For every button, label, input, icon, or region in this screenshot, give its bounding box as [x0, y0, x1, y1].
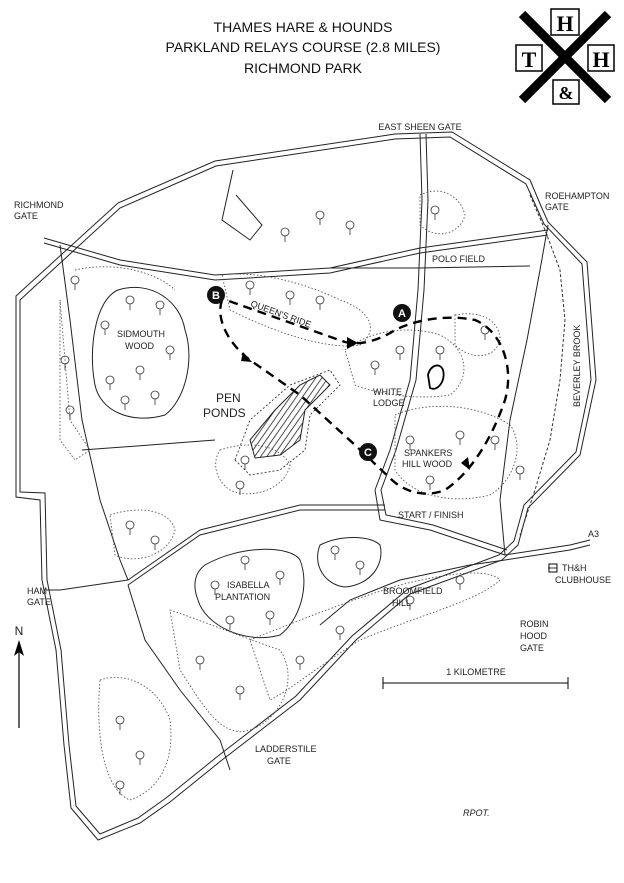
label-robin-hood-3: GATE	[520, 643, 544, 653]
north-label: N	[15, 624, 24, 638]
label-beverley-brook: BEVERLEY BROOK	[572, 325, 582, 407]
label-isabella-2: PLANTATION	[215, 592, 270, 602]
label-spankers-1: SPANKERS	[404, 448, 452, 458]
label-richmond-gate-2: GATE	[14, 211, 38, 221]
label-roehampton-gate-2: GATE	[545, 202, 569, 212]
logo-letter-bottom: &	[559, 83, 574, 103]
logo-letter-right: H	[592, 47, 609, 72]
title-line-2: PARKLAND RELAYS COURSE (2.8 MILES)	[166, 39, 441, 55]
label-ladderstile-1: LADDERSTILE	[255, 744, 317, 754]
label-robin-hood-2: HOOD	[520, 631, 548, 641]
park-boundary-inner	[19, 136, 592, 835]
logo-letter-left: T	[522, 47, 537, 72]
woods	[59, 190, 518, 801]
logo-letter-top: H	[556, 11, 573, 36]
marker-c-label: C	[364, 447, 372, 459]
label-spankers-2: HILL WOOD	[402, 459, 453, 469]
white-lodge-building	[427, 364, 445, 390]
label-start-finish: START / FINISH	[398, 510, 464, 520]
label-white-lodge-1: WHITE	[373, 387, 402, 397]
road-network	[43, 133, 591, 771]
marker-b: B	[207, 286, 225, 304]
label-a3-road: A3	[588, 529, 599, 539]
label-queens-ride: QUEEN'S RIDE	[249, 298, 312, 329]
label-richmond-gate-1: RICHMOND	[14, 200, 64, 210]
label-broomfield-1: BROOMFIELD	[383, 586, 443, 596]
label-ham-gate-2: GATE	[27, 597, 51, 607]
label-isabella-1: ISABELLA	[227, 580, 270, 590]
title-line-3: RICHMOND PARK	[244, 60, 363, 76]
label-ladderstile-2: GATE	[267, 756, 291, 766]
marker-a: A	[393, 304, 411, 322]
pen-ponds-shore	[234, 369, 341, 476]
label-clubhouse-2: CLUBHOUSE	[555, 575, 611, 585]
label-sidmouth-wood-1: SIDMOUTH	[117, 329, 165, 339]
label-clubhouse-1: TH&H	[562, 563, 587, 573]
label-polo-field: POLO FIELD	[432, 254, 486, 264]
label-pen-ponds-2: PONDS	[203, 406, 246, 420]
relay-route	[219, 298, 510, 495]
label-white-lodge-2: LODGE	[373, 398, 405, 408]
marker-b-label: B	[212, 290, 220, 302]
marker-c: C	[359, 443, 377, 461]
label-east-sheen-gate: EAST SHEEN GATE	[378, 122, 461, 132]
label-pen-ponds-1: PEN	[216, 391, 241, 405]
label-broomfield-2: HILL	[392, 598, 411, 608]
beverley-brook	[519, 194, 566, 536]
signature: RPOT.	[463, 808, 490, 818]
park-boundary	[15, 131, 597, 841]
club-logo: H T H &	[515, 8, 615, 105]
place-labels: EAST SHEEN GATE RICHMOND GATE ROEHAMPTON…	[14, 122, 611, 766]
tree-symbols	[60, 205, 525, 795]
label-ham-gate-1: HAM	[27, 586, 47, 596]
label-robin-hood-1: ROBIN	[520, 619, 549, 629]
scale-label: 1 KILOMETRE	[446, 667, 506, 677]
north-arrow: N	[14, 624, 24, 728]
label-roehampton-gate-1: ROEHAMPTON	[545, 191, 609, 201]
pen-ponds	[249, 374, 331, 459]
marker-a-label: A	[398, 308, 406, 320]
title-line-1: THAMES HARE & HOUNDS	[214, 19, 393, 35]
scale-bar: 1 KILOMETRE	[382, 667, 569, 689]
label-sidmouth-wood-2: WOOD	[125, 341, 154, 351]
